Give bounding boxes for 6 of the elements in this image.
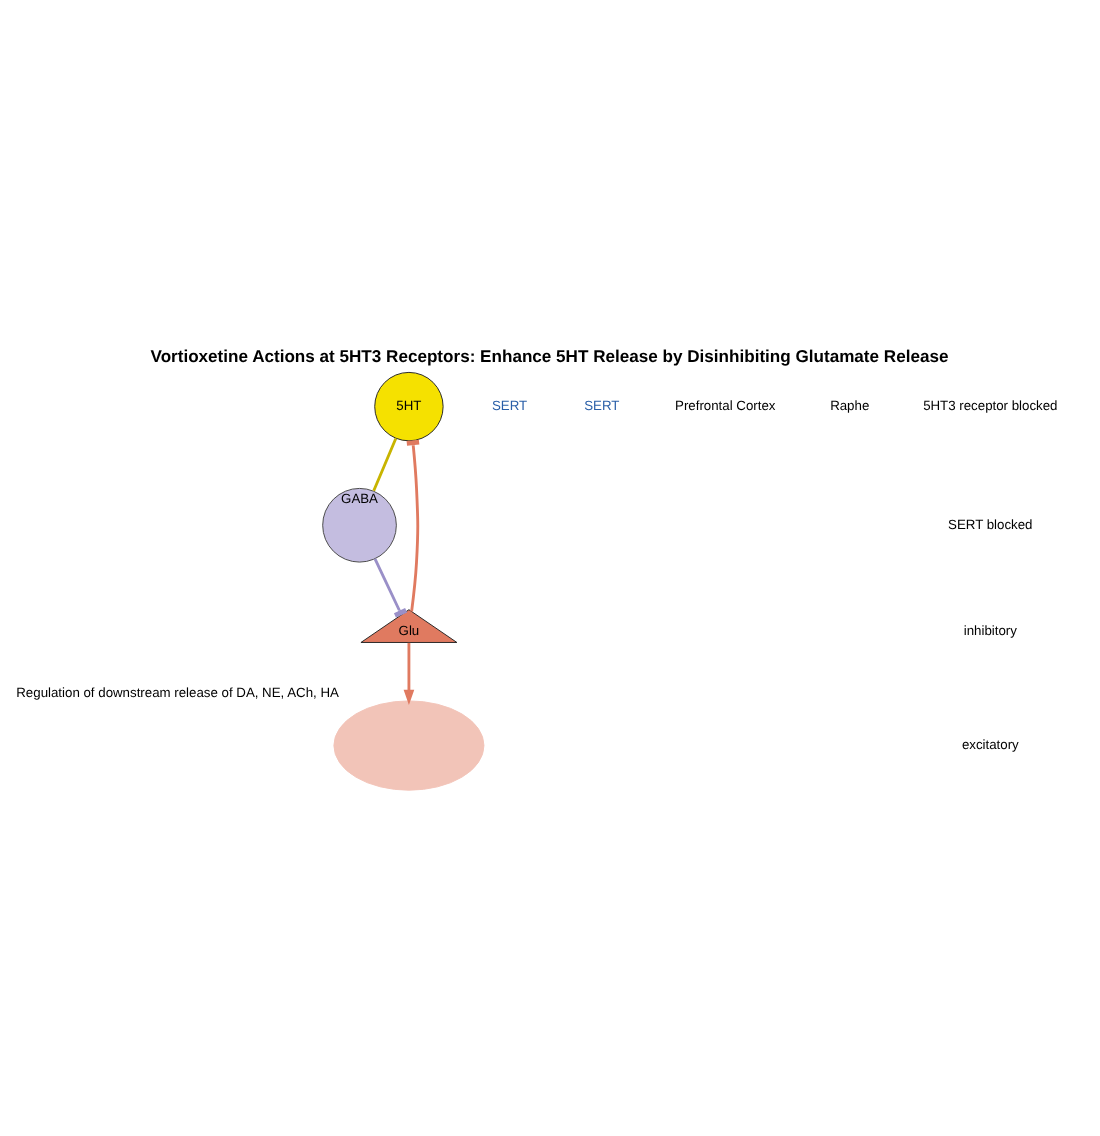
node-circle <box>333 700 485 791</box>
connector <box>406 439 420 612</box>
connector <box>372 437 398 492</box>
diagram-title: Vortioxetine Actions at 5HT3 Receptors: Enhance 5HT Release by Disinhibiting Glutamate Release <box>150 346 949 367</box>
arrow <box>403 642 415 706</box>
connector <box>373 558 408 618</box>
